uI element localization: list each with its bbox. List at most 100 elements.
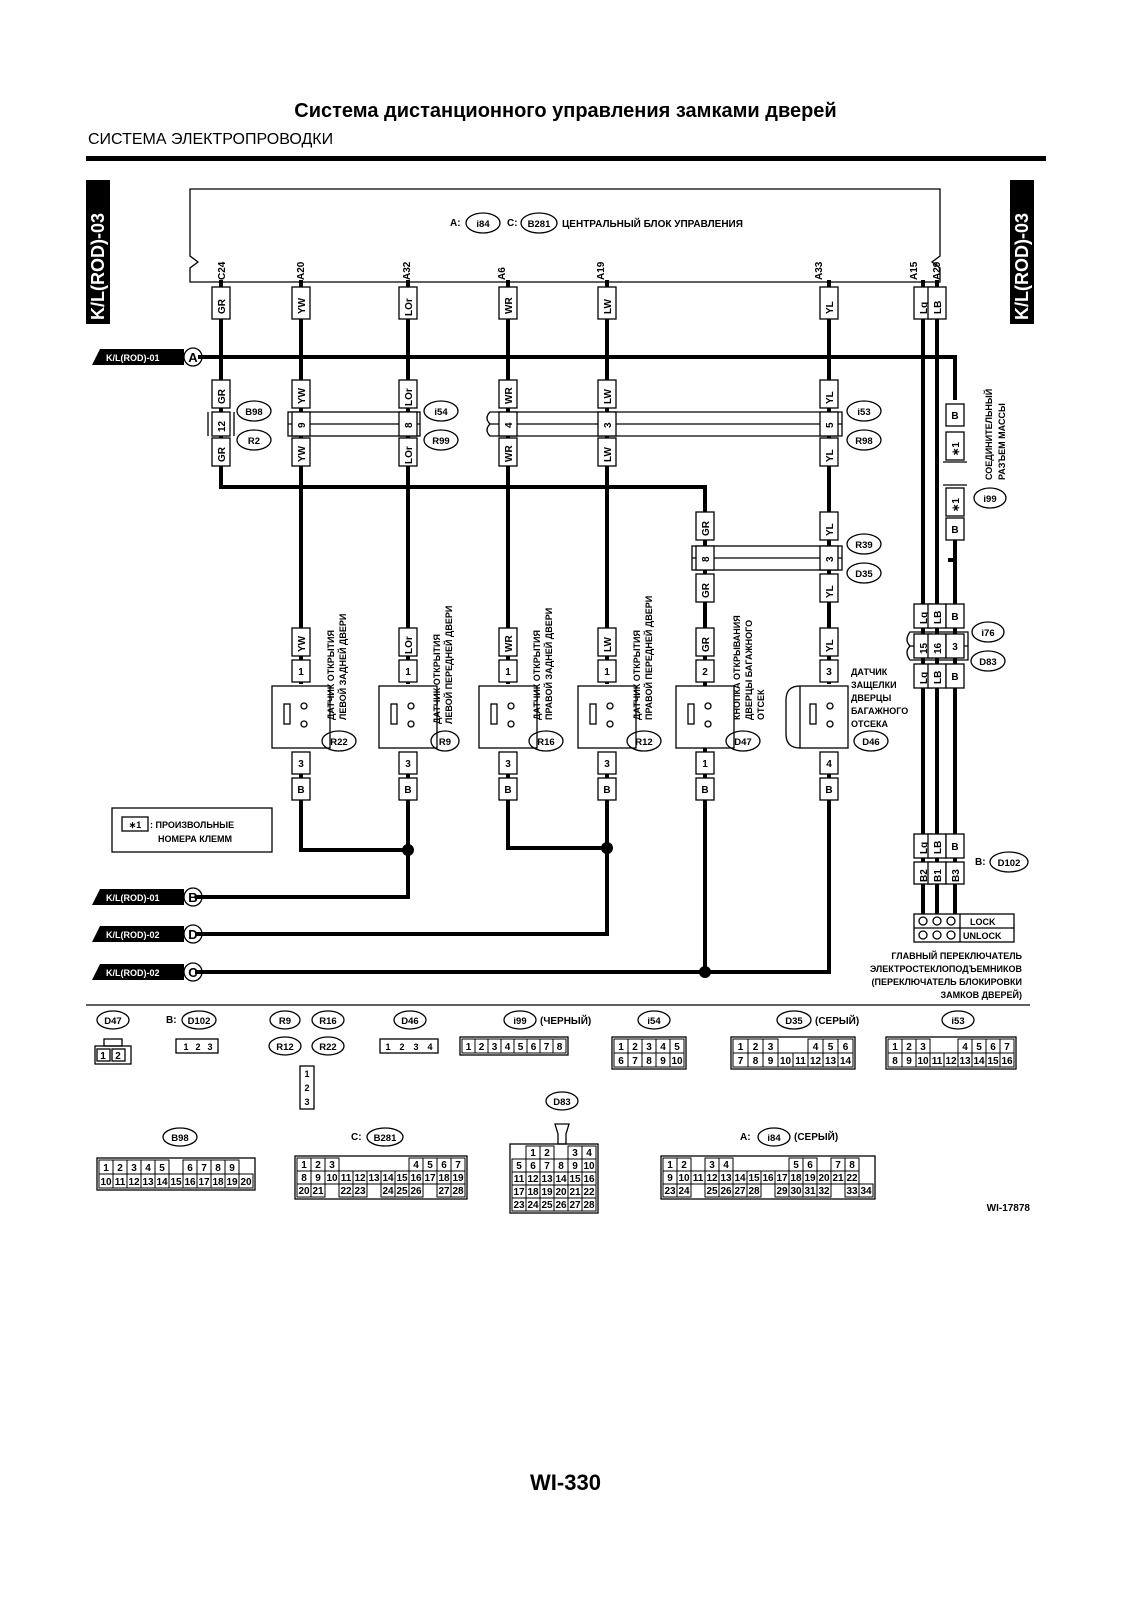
cv-d46-p3: 3 — [413, 1042, 418, 1052]
cv-i54-pin-1: 1 — [618, 1042, 624, 1053]
cv-i84-pin-14: 14 — [734, 1173, 746, 1184]
cv-i53-pin-4: 4 — [962, 1042, 968, 1053]
ref-a-label: K/L(ROD)-01 — [106, 353, 160, 363]
cv-b98-pin-8: 8 — [215, 1163, 221, 1174]
cv-b98-pin-11: 11 — [115, 1177, 126, 1188]
wc-a33-r3: YL — [825, 449, 836, 462]
r22-name-2: ЛЕВОЙ ЗАДНЕЙ ДВЕРИ — [337, 614, 348, 720]
terminal-a15: A15 — [909, 261, 920, 280]
connector-view-d46: D46 1 2 3 4 — [379, 1010, 439, 1054]
wc-r12-bot: B — [603, 785, 610, 796]
cv-d102-label: D102 — [188, 1016, 211, 1027]
side-tab-right — [1010, 180, 1034, 324]
side-tab-left — [86, 180, 110, 324]
cv-d35-pin-12: 12 — [810, 1056, 822, 1067]
cv-i53-pin-16-cell — [999, 1052, 1015, 1068]
conn-r2-label: R2 — [248, 436, 260, 447]
switch-name-4: ЗАМКОВ ДВЕРЕЙ) — [940, 989, 1022, 1000]
cv-d35-pin-2: 2 — [753, 1042, 759, 1053]
note-text-1: : ПРОИЗВОЛЬНЫЕ — [150, 820, 234, 830]
cv-b98-pin-18: 18 — [212, 1177, 224, 1188]
wc-d47-top: GR — [701, 636, 712, 652]
d46-pin4: 4 — [826, 759, 832, 770]
cv-d47-pin2: 2 — [115, 1051, 121, 1062]
reference-arrow-b: K/L(ROD)-01 B — [92, 887, 203, 907]
connector-frame — [885, 1036, 1017, 1070]
cv-d83-pin-18: 18 — [527, 1187, 539, 1198]
conn-d46-label: D46 — [862, 737, 879, 748]
conn-i76-label: i76 — [981, 628, 994, 639]
cv-b281-pin-19: 19 — [452, 1173, 464, 1184]
cu-name: ЦЕНТРАЛЬНЫЙ БЛОК УПРАВЛЕНИЯ — [562, 217, 743, 230]
gnd-star-top: ∗1 — [951, 442, 962, 456]
cv-i84-pin-9: 9 — [667, 1173, 673, 1184]
r16-name-1: ДАТЧИК ОТКРЫТИЯ — [532, 630, 542, 720]
cv-b281-pin-18: 18 — [438, 1173, 450, 1184]
cv-i53-pin-1: 1 — [892, 1042, 898, 1053]
wc-r16-top: WR — [504, 635, 515, 652]
cv-b281-pin-27: 27 — [438, 1186, 450, 1197]
d102-b2: B2 — [919, 869, 930, 882]
cv-i54-pin-3: 3 — [646, 1042, 652, 1053]
pin-15: 15 — [919, 642, 930, 654]
cv-i99-pin-6: 6 — [531, 1042, 537, 1053]
wc-b-1: B — [951, 612, 958, 623]
cv-b281-pin-23: 23 — [354, 1186, 366, 1197]
conn-d47-label: D47 — [734, 737, 751, 748]
wc-d47-bot: B — [701, 785, 708, 796]
pin-12: 12 — [217, 420, 228, 432]
cv-d46-label: D46 — [401, 1016, 418, 1027]
cv-d83-pin-2: 2 — [544, 1148, 550, 1159]
conn-r12-label: R12 — [635, 737, 652, 748]
cv-d35-pin-6: 6 — [843, 1042, 849, 1053]
wc-gr-r39-bot: GR — [701, 582, 712, 598]
cv-d83-pin-4: 4 — [586, 1148, 592, 1159]
cv-d83-pin-28-cell — [581, 1197, 597, 1212]
cv-i84-pin-8: 8 — [849, 1160, 855, 1171]
cv-d35-pin-13: 13 — [825, 1056, 837, 1067]
cv-d35-pin-9: 9 — [768, 1056, 774, 1067]
cv-d83-pin-16: 16 — [583, 1174, 595, 1185]
cv-d83-pin-9: 9 — [572, 1161, 578, 1172]
wc-r9-bot: B — [404, 785, 411, 796]
cv-d35-pin-14-cell — [837, 1052, 854, 1068]
cv-d83-pin-11: 11 — [514, 1174, 525, 1185]
terminal-a19: A19 — [596, 261, 607, 280]
cv-i84-pin-34-cell — [858, 1183, 874, 1198]
cv-i54-pin-10-cell — [669, 1052, 685, 1068]
cv-r-p3: 3 — [304, 1097, 309, 1107]
pin-5: 5 — [825, 422, 836, 428]
cv-d35-pin-7: 7 — [738, 1056, 744, 1067]
wc-a19-r2: LW — [603, 388, 614, 404]
cv-i84-pin-30: 30 — [790, 1186, 802, 1197]
cv-d102-p1: 1 — [183, 1042, 188, 1052]
cv-i99-pin-3: 3 — [492, 1042, 498, 1053]
r9-name-1: ДАТЧИК ОТКРЫТИЯ — [432, 634, 442, 724]
cv-i84-pin-25: 25 — [706, 1186, 718, 1197]
cv-i84-pin-33: 33 — [846, 1186, 858, 1197]
wc-r16-bot: B — [504, 785, 511, 796]
cv-i84-pin-34: 34 — [860, 1186, 872, 1197]
wc-lb-2: LB — [933, 671, 944, 684]
cv-d47-label: D47 — [104, 1016, 121, 1027]
reference-arrow-c: K/L(ROD)-02 C — [92, 962, 203, 982]
cv-i54-pin-2: 2 — [632, 1042, 638, 1053]
cv-i53-pin-11: 11 — [932, 1056, 943, 1067]
switch-d47: 2 1 D47 КНОПКА ОТКРЫВАНИЯ ДВЕРЦЫ БАГАЖНО… — [675, 615, 766, 775]
cv-d83-pin-1: 1 — [530, 1148, 536, 1159]
conn-i53-label: i53 — [857, 407, 870, 418]
cv-i53-pin-8: 8 — [892, 1056, 898, 1067]
wire-color-labels: GR YW LOr WR LW YL Lg LB GR YW LOr WR LW… — [211, 286, 965, 859]
cv-i84-pin-11: 11 — [693, 1173, 704, 1184]
cv-d83-pin-5: 5 — [516, 1161, 522, 1172]
terminal-c24: C24 — [217, 261, 228, 280]
cv-d35-pin-4: 4 — [813, 1042, 819, 1053]
cv-b281-prefix: C: — [351, 1132, 362, 1143]
d46-name-5: ОТСЕКА — [851, 719, 888, 729]
cv-b281-pin-15: 15 — [396, 1173, 408, 1184]
wc-a32-r2: LOr — [404, 388, 415, 406]
